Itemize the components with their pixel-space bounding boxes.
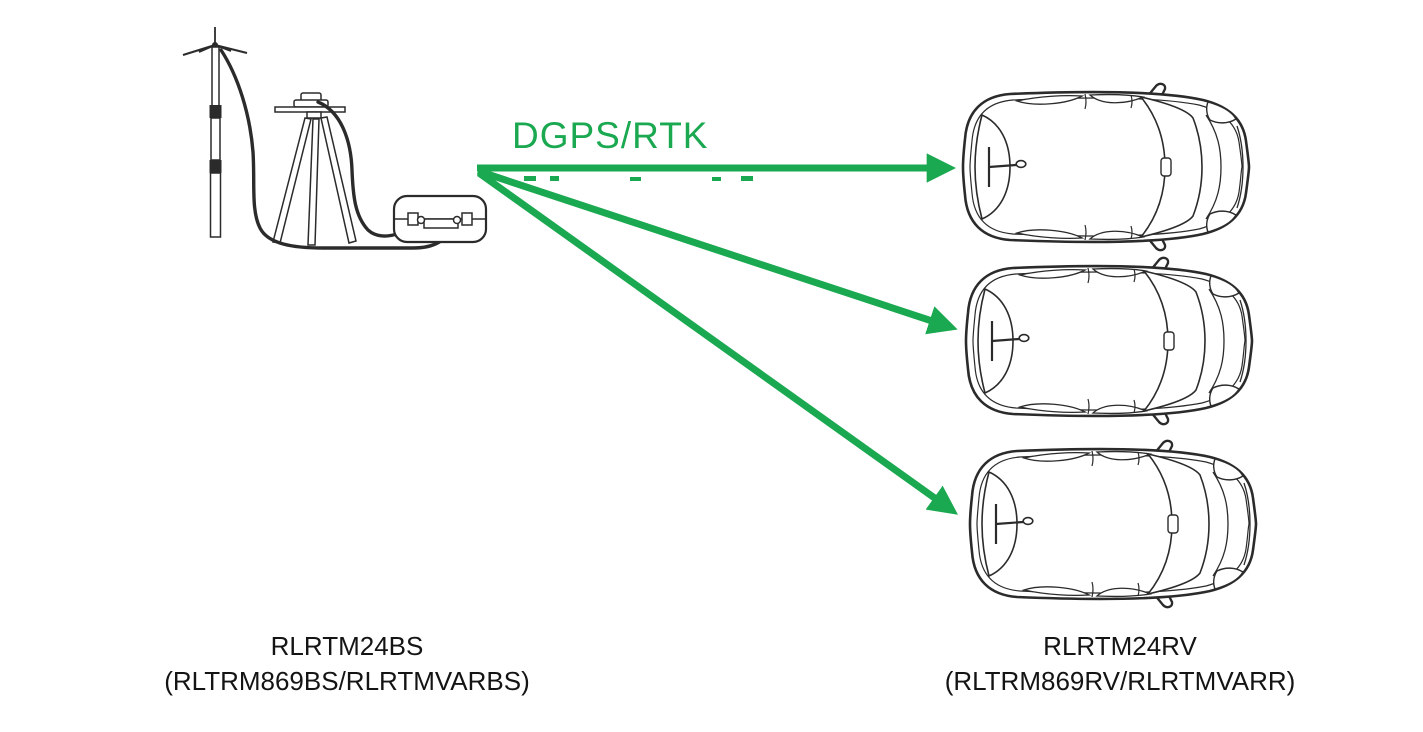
rover-caption: RLRTM24RV (RLTRM869RV/RLRTMVARR) bbox=[945, 629, 1296, 699]
rover-car-3 bbox=[968, 439, 1258, 609]
base-station-case-icon bbox=[392, 194, 488, 244]
base-station-variants: (RLTRM869BS/RLRTMVARBS) bbox=[164, 666, 530, 696]
dgps-rtk-label: DGPS/RTK bbox=[512, 115, 709, 156]
gnss-antenna-tripod-icon bbox=[272, 92, 357, 246]
rover-model: RLRTM24RV bbox=[1043, 631, 1197, 661]
base-station-caption: RLRTM24BS (RLTRM869BS/RLRTMVARBS) bbox=[164, 629, 530, 699]
rover-car-2 bbox=[964, 256, 1254, 426]
base-station-model: RLRTM24BS bbox=[270, 631, 424, 661]
arrow-to-rover-3 bbox=[476, 170, 959, 515]
rover-variants: (RLTRM869RV/RLRTMVARR) bbox=[944, 666, 1296, 696]
rover-car-1 bbox=[961, 82, 1251, 252]
radio-antenna-mast-icon bbox=[182, 27, 248, 238]
antenna-cable bbox=[219, 48, 457, 250]
gnss-cable bbox=[316, 100, 420, 238]
dgps-correction-arrows bbox=[476, 153, 959, 515]
obscured-text-fragments bbox=[524, 176, 753, 181]
base-station-illustration bbox=[182, 27, 488, 250]
arrow-to-rover-2 bbox=[476, 167, 958, 335]
